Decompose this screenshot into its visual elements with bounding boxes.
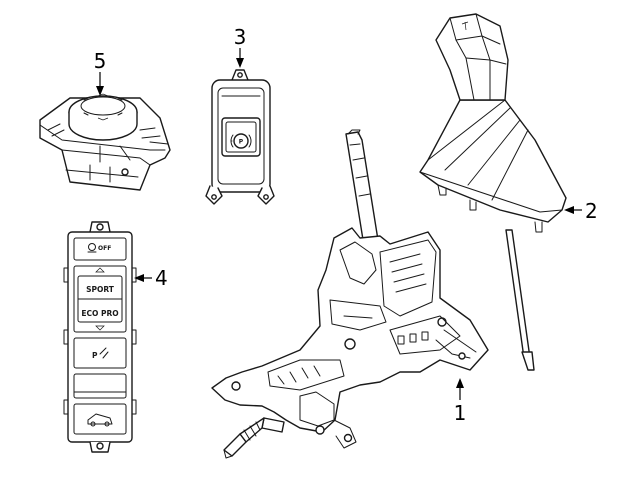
off-label: OFF bbox=[98, 245, 111, 252]
eco-pro-label: ECO PRO bbox=[81, 309, 118, 318]
callout-number-1: 1 bbox=[454, 401, 467, 425]
park-assist-label: P bbox=[92, 351, 98, 360]
parking-brake-symbol: P bbox=[239, 139, 244, 146]
parking-brake-switch: P bbox=[205, 69, 275, 205]
callout-number-4: 4 bbox=[155, 266, 168, 290]
sport-label: SPORT bbox=[86, 285, 115, 294]
callout-4: 4 bbox=[134, 266, 168, 290]
callout-2: 2 bbox=[564, 199, 598, 223]
callout-number-3: 3 bbox=[234, 25, 247, 49]
gear-shifter-assembly bbox=[211, 129, 489, 459]
idrive-controller bbox=[39, 93, 171, 191]
callout-1: 1 bbox=[454, 378, 467, 425]
gear-knob-and-boot bbox=[419, 13, 567, 371]
callout-5: 5 bbox=[94, 49, 107, 96]
drive-mode-switch-panel: OFF SPORT ECO PRO P bbox=[63, 221, 137, 453]
callout-number-2: 2 bbox=[585, 199, 598, 223]
callout-3: 3 bbox=[234, 25, 247, 68]
callout-number-5: 5 bbox=[94, 49, 107, 73]
